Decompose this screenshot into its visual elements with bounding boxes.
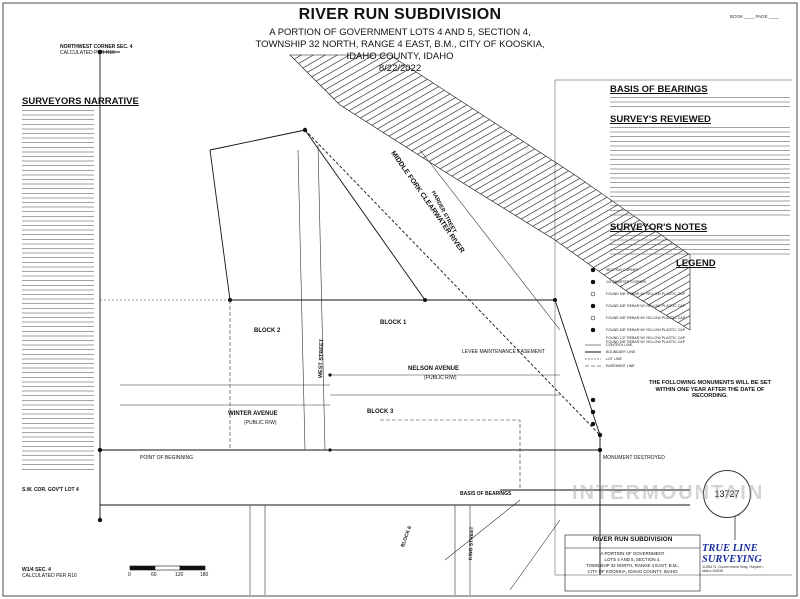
scale-bar — [129, 565, 206, 571]
scale-tick: 0 — [128, 572, 131, 578]
legend-title: LEGEND — [676, 258, 716, 269]
title-block-line: LOTS 4 AND 5, SECTION 4, — [604, 557, 661, 562]
basis-bearings-line-label: BASIS OF BEARINGS — [460, 491, 512, 497]
winter-avenue-label: WINTER AVENUE — [228, 411, 278, 417]
subtitle-line-1: A PORTION OF GOVERNMENT LOTS 4 AND 5, SE… — [269, 27, 531, 38]
title-block-line: CITY OF KOOSKIA, IDAHO COUNTY, IDAHO — [587, 569, 678, 574]
subtitle-line-2: TOWNSHIP 32 NORTH, RANGE 4 EAST, B.M., C… — [255, 39, 545, 50]
narrative-text-block — [22, 110, 94, 470]
legend-item: FOUND 1/2" REBAR W/ YELLOW PLASTIC CAP — [606, 336, 686, 340]
nelson-public-row: (PUBLIC R/W) — [424, 375, 457, 381]
levee-easement-label: LEVEE MAINTENANCE EASEMENT — [462, 349, 545, 355]
legend-item: 1/4 QUARTER CORNER — [606, 280, 647, 284]
logo-line-2: SURVEYING — [702, 554, 762, 565]
title-block-line: TOWNSHIP 32 NORTH, RANGE 4 EAST, B.M., — [586, 563, 679, 568]
w-quarter-label: W1/4 SEC. 4 — [22, 567, 51, 573]
legend-item: CONTROL LINE — [606, 343, 633, 347]
nw-corner-label: NORTHWEST CORNER SEC. 4 — [60, 44, 133, 50]
monument-destroyed-label: MONUMENT DESTROYED — [603, 455, 665, 461]
basis-of-bearings-title: BASIS OF BEARINGS — [610, 84, 708, 95]
title-block-name: RIVER RUN SUBDIVISION — [592, 536, 673, 543]
stamp-number: 13727 — [714, 489, 740, 499]
logo-address: 11566 N. Government Way, Hayden, Idaho 8… — [702, 565, 764, 573]
true-line-logo: TRUE LINE SURVEYING 11566 N. Government … — [702, 543, 764, 573]
surveyor-stamp: 13727 — [703, 470, 751, 518]
point-of-beginning-label: POINT OF BEGINNING — [140, 455, 193, 461]
legend-item: FOUND 5/8" REBAR W/ YELLOW PLASTIC CAP — [606, 340, 686, 344]
legend-item: FOUND 5/8" REBAR W/ YELLOW PLASTIC CAP — [606, 304, 686, 308]
subtitle-line-3: IDAHO COUNTY, IDAHO — [346, 51, 454, 62]
watermark: INTERMOUNTAIN — [572, 482, 765, 504]
scale-tick: 180 — [200, 572, 209, 578]
block-2-label: BLOCK 2 — [254, 328, 281, 334]
w-quarter-note: CALCULATED PER R16 — [22, 573, 77, 579]
surveys-reviewed-text — [610, 127, 790, 219]
scale-tick: 120 — [175, 572, 184, 578]
block-1-label: BLOCK 1 — [380, 320, 407, 326]
surveyors-notes-text — [610, 235, 790, 257]
surveys-reviewed-title: SURVEY'S REVIEWED — [610, 114, 711, 125]
nelson-avenue-label: NELSON AVENUE — [408, 366, 460, 372]
nw-corner-note: CALCULATED PER R16 — [60, 50, 115, 56]
river-hatch — [289, 54, 691, 331]
king-street-label: KING STREET — [468, 526, 476, 561]
legend-item: SECTION CORNER — [606, 268, 639, 272]
legend-symbols — [585, 267, 601, 427]
title-block-line: A PORTION OF GOVERNMENT — [600, 551, 665, 556]
monument-markers — [97, 49, 603, 523]
block-3-label: BLOCK 3 — [367, 409, 394, 415]
monuments-note: THE FOLLOWING MONUMENTS WILL BE SET WITH… — [648, 380, 772, 400]
legend-item: FOUND 5/8" REBAR W/ YELLOW PLASTIC CAP — [606, 292, 686, 296]
legend-item: FOUND 5/8" REBAR W/ YELLOW PLASTIC CAP — [606, 316, 686, 320]
legend-item: LOT LINE — [606, 357, 622, 361]
logo-line-1: TRUE LINE — [702, 543, 758, 554]
right-panel-rules — [554, 79, 792, 576]
title-block-frame — [564, 534, 701, 592]
plat-date: 8/22/2022 — [378, 63, 422, 74]
basis-text — [610, 97, 790, 111]
surveyors-narrative-title: SURVEYORS NARRATIVE — [22, 96, 139, 107]
lot-lines — [100, 144, 561, 595]
winter-public-row: (PUBLIC R/W) — [244, 420, 277, 426]
boundary-lines — [99, 51, 690, 575]
scale-tick: 60 — [151, 572, 157, 578]
surveyors-notes-title: SURVEYOR'S NOTES — [610, 222, 708, 233]
book-page-box: BOOK ____ PAGE ____ — [730, 14, 779, 19]
legend-item: BOUNDARY LINE — [606, 350, 636, 354]
sw-corner-label: S.W. COR. GOV'T LOT 4 — [22, 487, 79, 493]
legend-item: EASEMENT LINE — [606, 364, 635, 368]
legend-item: FOUND 5/8" REBAR W/ YELLOW PLASTIC CAP — [606, 328, 686, 332]
page-title: RIVER RUN SUBDIVISION — [298, 6, 502, 23]
